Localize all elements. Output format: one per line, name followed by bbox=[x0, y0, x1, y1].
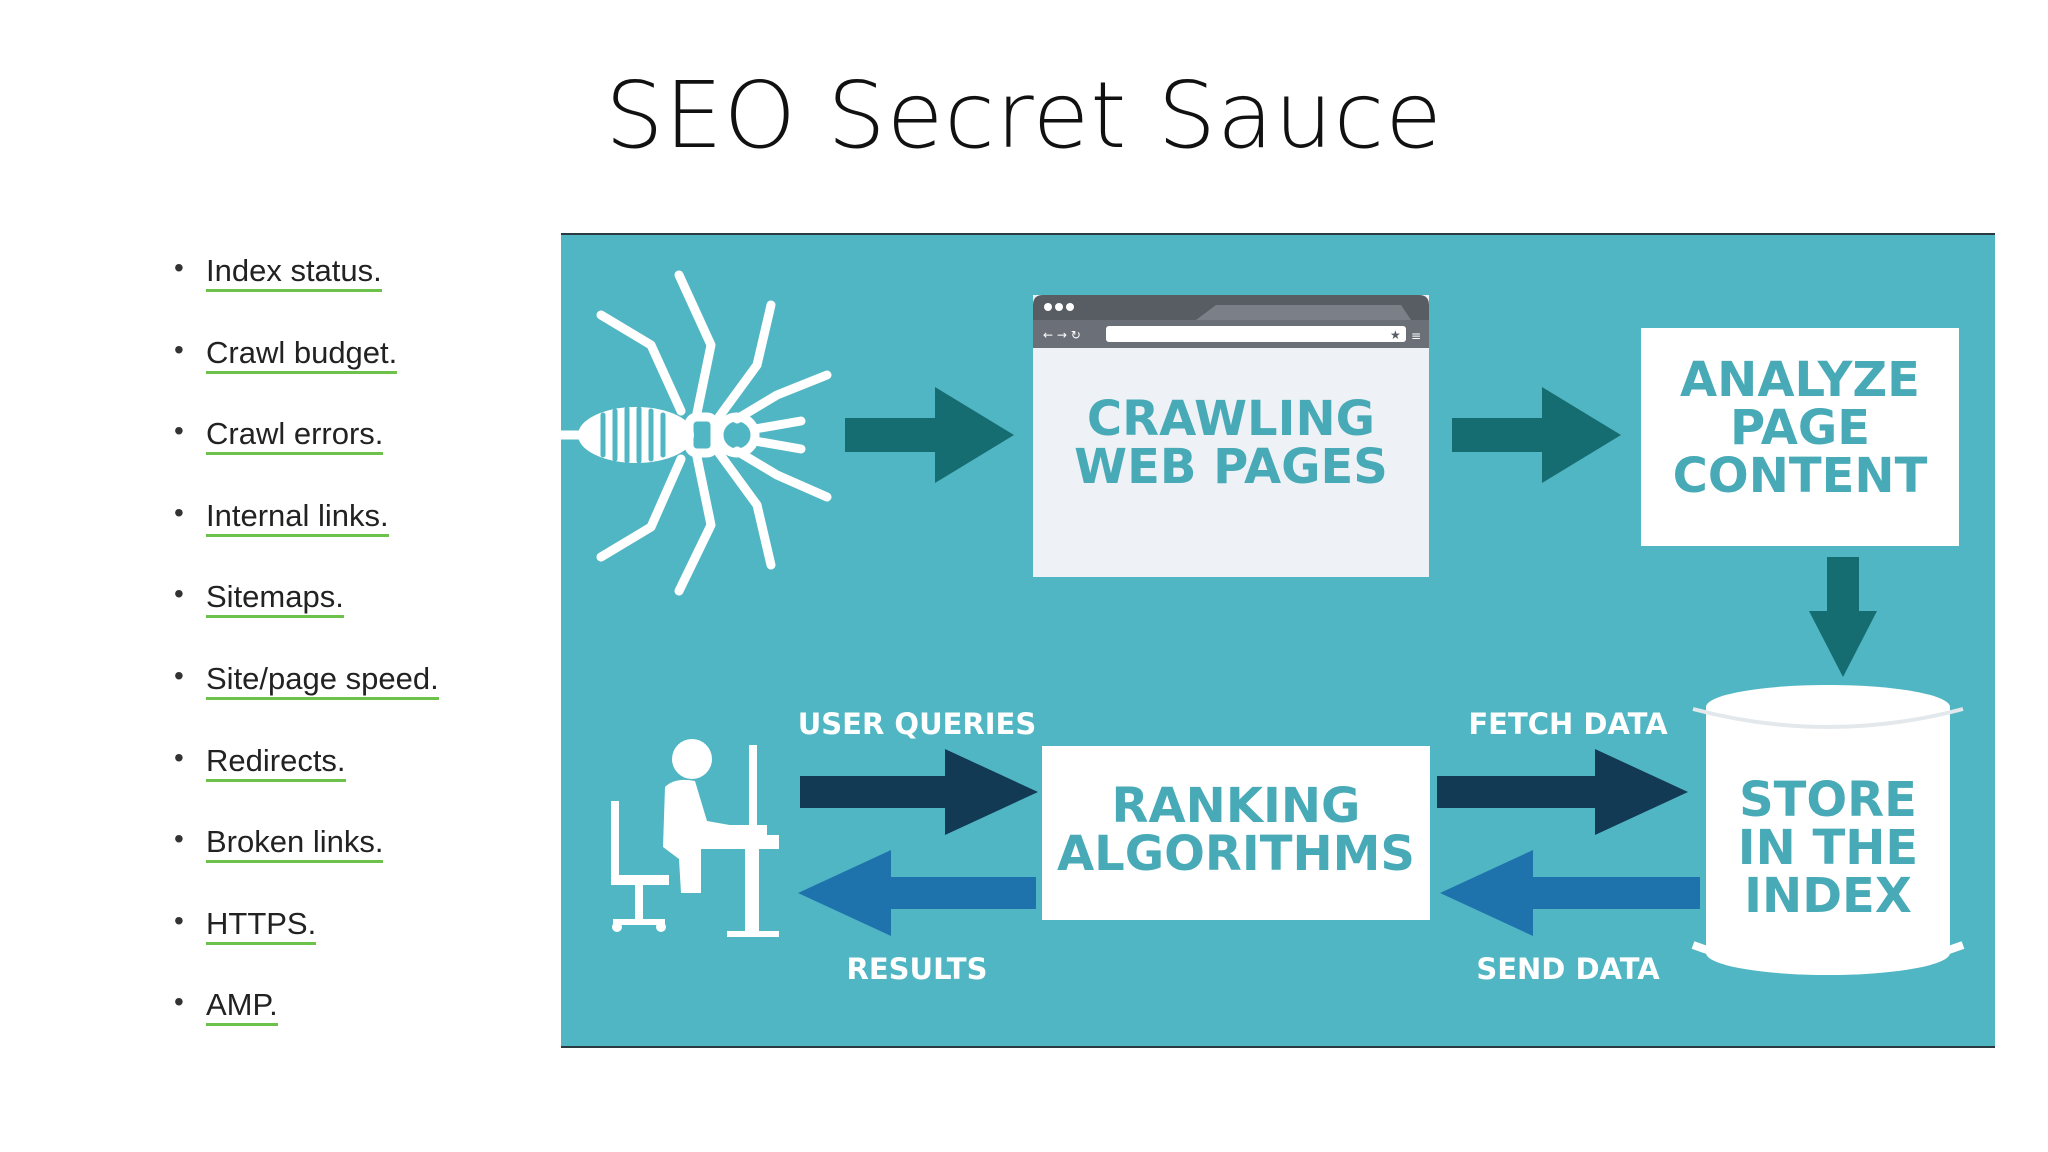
analyze-line-3: CONTENT bbox=[1673, 448, 1928, 504]
bullet-link[interactable]: Crawl budget. bbox=[206, 332, 398, 374]
link-underline bbox=[206, 289, 382, 292]
svg-text:← → ↻: ← → ↻ bbox=[1043, 328, 1081, 342]
fetch-data-arrow bbox=[1437, 749, 1688, 835]
ranking-algorithms-box: RANKING ALGORITHMS bbox=[1042, 746, 1430, 920]
bullet-link[interactable]: Sitemaps. bbox=[206, 576, 344, 619]
bullet-link[interactable]: Redirects. bbox=[206, 740, 346, 782]
list-item: AMP. bbox=[170, 984, 439, 1066]
ranking-line-2: ALGORITHMS bbox=[1057, 826, 1415, 882]
link-underline bbox=[206, 860, 384, 864]
spider-icon bbox=[561, 270, 832, 596]
bullet-label: Crawl errors. bbox=[206, 416, 384, 452]
svg-text:≡: ≡ bbox=[1411, 329, 1421, 343]
bullet-link[interactable]: Crawl errors. bbox=[206, 413, 384, 456]
results-label: RESULTS bbox=[847, 952, 988, 986]
list-item: Crawl errors. bbox=[170, 413, 439, 495]
bullet-link[interactable]: Internal links. bbox=[206, 495, 389, 537]
user-queries-arrow bbox=[800, 749, 1038, 835]
link-underline bbox=[206, 778, 346, 782]
list-item: HTTPS. bbox=[170, 903, 439, 985]
link-underline bbox=[206, 696, 439, 700]
ranking-line-1: RANKING bbox=[1112, 778, 1361, 834]
crawling-line-1: CRAWLING bbox=[1087, 391, 1375, 447]
store-line-2: IN THE bbox=[1738, 820, 1918, 876]
bullet-label: Index status. bbox=[206, 253, 382, 288]
bullet-label: Internal links. bbox=[206, 497, 389, 533]
arrow-to-analyze bbox=[1452, 387, 1621, 483]
analyze-page-content-box: ANALYZE PAGE CONTENT bbox=[1641, 328, 1959, 546]
user-queries-label: USER QUERIES bbox=[798, 707, 1037, 741]
bullet-label: Site/page speed. bbox=[206, 660, 439, 696]
list-item: Redirects. bbox=[170, 740, 439, 822]
results-arrow bbox=[798, 850, 1036, 936]
analyze-line-2: PAGE bbox=[1730, 400, 1870, 456]
arrow-to-store bbox=[1809, 557, 1877, 677]
bullet-label: HTTPS. bbox=[206, 905, 317, 941]
list-item: Sitemaps. bbox=[170, 576, 439, 658]
store-line-3: INDEX bbox=[1744, 868, 1912, 924]
slide-title: SEO Secret Sauce bbox=[605, 62, 1443, 169]
store-in-index-box: STORE IN THE INDEX bbox=[1738, 772, 1918, 924]
bullet-link[interactable]: Site/page speed. bbox=[206, 658, 439, 700]
list-item: Crawl budget. bbox=[170, 332, 439, 414]
analyze-line-1: ANALYZE bbox=[1680, 352, 1920, 408]
list-item: Internal links. bbox=[170, 495, 439, 577]
crawling-line-2: WEB PAGES bbox=[1074, 439, 1388, 495]
link-underline bbox=[206, 615, 344, 619]
svg-text:★: ★ bbox=[1390, 328, 1401, 342]
bullet-link[interactable]: Index status. bbox=[206, 250, 382, 292]
user-at-computer-icon bbox=[611, 739, 779, 937]
bullet-label: Redirects. bbox=[206, 742, 346, 778]
send-data-arrow bbox=[1440, 850, 1700, 936]
browser-window-icon: ← → ↻ ★ ≡ bbox=[1033, 295, 1429, 348]
list-item: Broken links. bbox=[170, 821, 439, 903]
fetch-data-label: FETCH DATA bbox=[1468, 707, 1668, 741]
database-cylinder-icon bbox=[1691, 685, 1965, 975]
store-line-1: STORE bbox=[1739, 772, 1917, 828]
bullet-label: AMP. bbox=[206, 987, 278, 1023]
bullet-label: Broken links. bbox=[206, 824, 384, 860]
bullet-label: Sitemaps. bbox=[206, 579, 344, 615]
seo-factors-list: Index status. Crawl budget. Crawl errors… bbox=[170, 250, 439, 1066]
bullet-link[interactable]: AMP. bbox=[206, 984, 278, 1027]
list-item: Index status. bbox=[170, 250, 439, 332]
bullet-link[interactable]: HTTPS. bbox=[206, 903, 317, 945]
arrow-to-crawling bbox=[845, 387, 1014, 483]
list-item: Site/page speed. bbox=[170, 658, 439, 740]
search-engine-flow-diagram: ← → ↻ ★ ≡ CRAWLING WEB PAGES ANALYZE PAG… bbox=[561, 233, 1995, 1048]
link-underline bbox=[206, 533, 389, 537]
link-underline bbox=[206, 941, 317, 945]
bullet-link[interactable]: Broken links. bbox=[206, 821, 384, 864]
link-underline bbox=[206, 452, 384, 456]
link-underline bbox=[206, 1023, 278, 1027]
link-underline bbox=[206, 370, 398, 374]
crawling-web-pages-box: ← → ↻ ★ ≡ CRAWLING WEB PAGES bbox=[1033, 295, 1429, 577]
send-data-label: SEND DATA bbox=[1476, 952, 1660, 986]
bullet-label: Crawl budget. bbox=[206, 334, 398, 370]
